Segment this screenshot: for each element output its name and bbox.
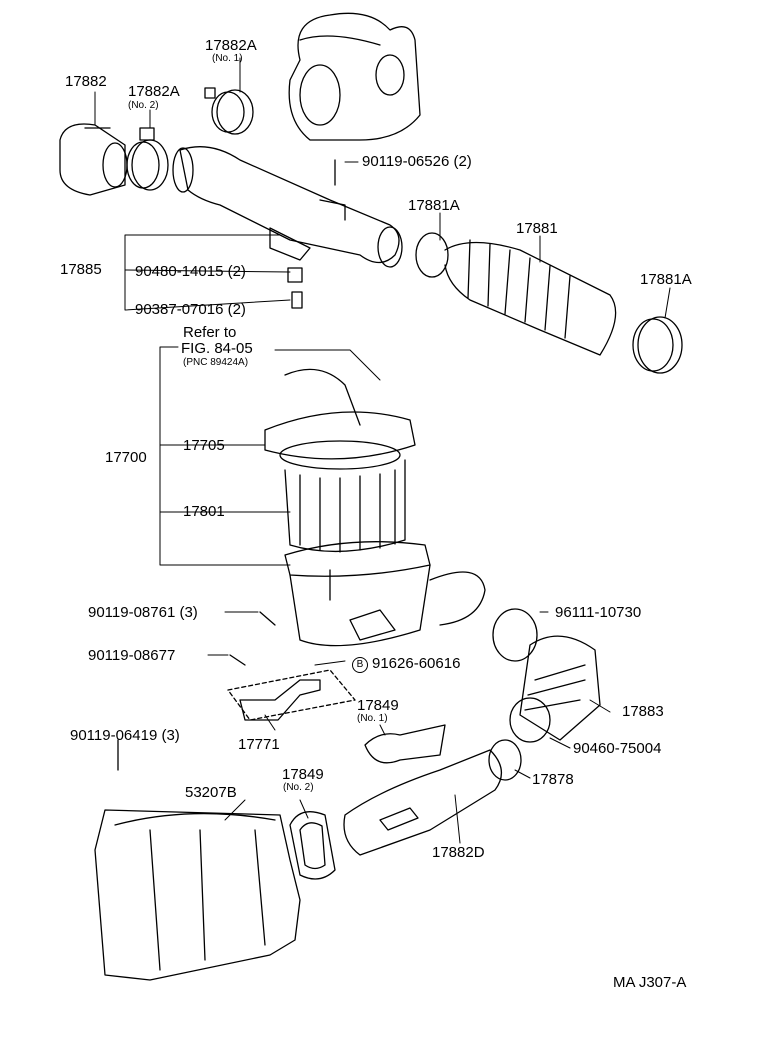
label-90119-06526: 90119-06526 (2) (362, 153, 472, 170)
label-17801: 17801 (183, 503, 225, 520)
label-17700: 17700 (105, 449, 147, 466)
label-90119-08677: 90119-08677 (88, 647, 176, 664)
label-17882a-no2-sub: (No. 2) (128, 100, 159, 111)
label-90119-08761: 90119-08761 (3) (88, 604, 198, 621)
label-17882d: 17882D (432, 844, 485, 861)
bolt-90119-08761-part (259, 611, 276, 626)
label-17885: 17885 (60, 261, 102, 278)
leader-lines (94, 57, 671, 844)
hose-17881-part (415, 232, 683, 374)
label-91626-60616: 91626-60616 (372, 655, 461, 672)
label-53207b: 53207B (185, 784, 237, 801)
refer-pnc-text: (PNC 89424A) (183, 357, 249, 368)
label-90460-75004: 90460-75004 (573, 740, 662, 757)
tray-53207b-part (94, 809, 301, 981)
label-17849-no2: 17849 (282, 766, 324, 783)
bolt-90119-08677-part (229, 654, 246, 666)
label-96111-10730: 96111-10730 (555, 604, 642, 621)
collar-90387-07016-part (291, 291, 303, 309)
hose-17882-part (59, 123, 128, 196)
seal-17849-no2-part (289, 811, 336, 880)
clamp-17882a-no1-part (204, 87, 254, 135)
circle-b-marker: B (352, 655, 368, 673)
duct-17882d-part (343, 724, 502, 856)
label-17849-no2-sub: (No. 2) (283, 782, 314, 793)
clamp-17882a-no2-part (126, 127, 169, 191)
label-17882a-no1: 17882A (205, 37, 257, 54)
refer-figure-text: FIG. 84-05 (181, 340, 253, 357)
label-17878: 17878 (532, 771, 574, 788)
figure-code: MA J307-A (613, 974, 687, 991)
label-90119-06419: 90119-06419 (3) (70, 727, 180, 744)
turbocharger-part (288, 12, 421, 141)
label-17882: 17882 (65, 73, 107, 90)
label-17882a-no2: 17882A (128, 83, 180, 100)
label-17883: 17883 (622, 703, 664, 720)
grommet-90480-14015-part (287, 267, 303, 283)
label-17881a-right: 17881A (640, 271, 692, 288)
label-17881: 17881 (516, 220, 558, 237)
label-90387-07016: 90387-07016 (2) (135, 301, 246, 318)
label-90480-14015: 90480-14015 (2) (135, 263, 246, 280)
air-cleaner-assembly-part (264, 368, 486, 647)
refer-to-text: Refer to (183, 324, 237, 341)
label-17849-no1: 17849 (357, 697, 399, 714)
duct-17883-part (488, 608, 601, 781)
label-17705: 17705 (183, 437, 225, 454)
label-17771: 17771 (238, 736, 280, 753)
label-17881a-top: 17881A (408, 197, 460, 214)
intake-pipe-part (172, 146, 403, 268)
label-17882a-no1-sub: (No. 1) (212, 53, 243, 64)
label-17849-no1-sub: (No. 1) (357, 713, 388, 724)
bracket-17771-part (227, 669, 356, 721)
